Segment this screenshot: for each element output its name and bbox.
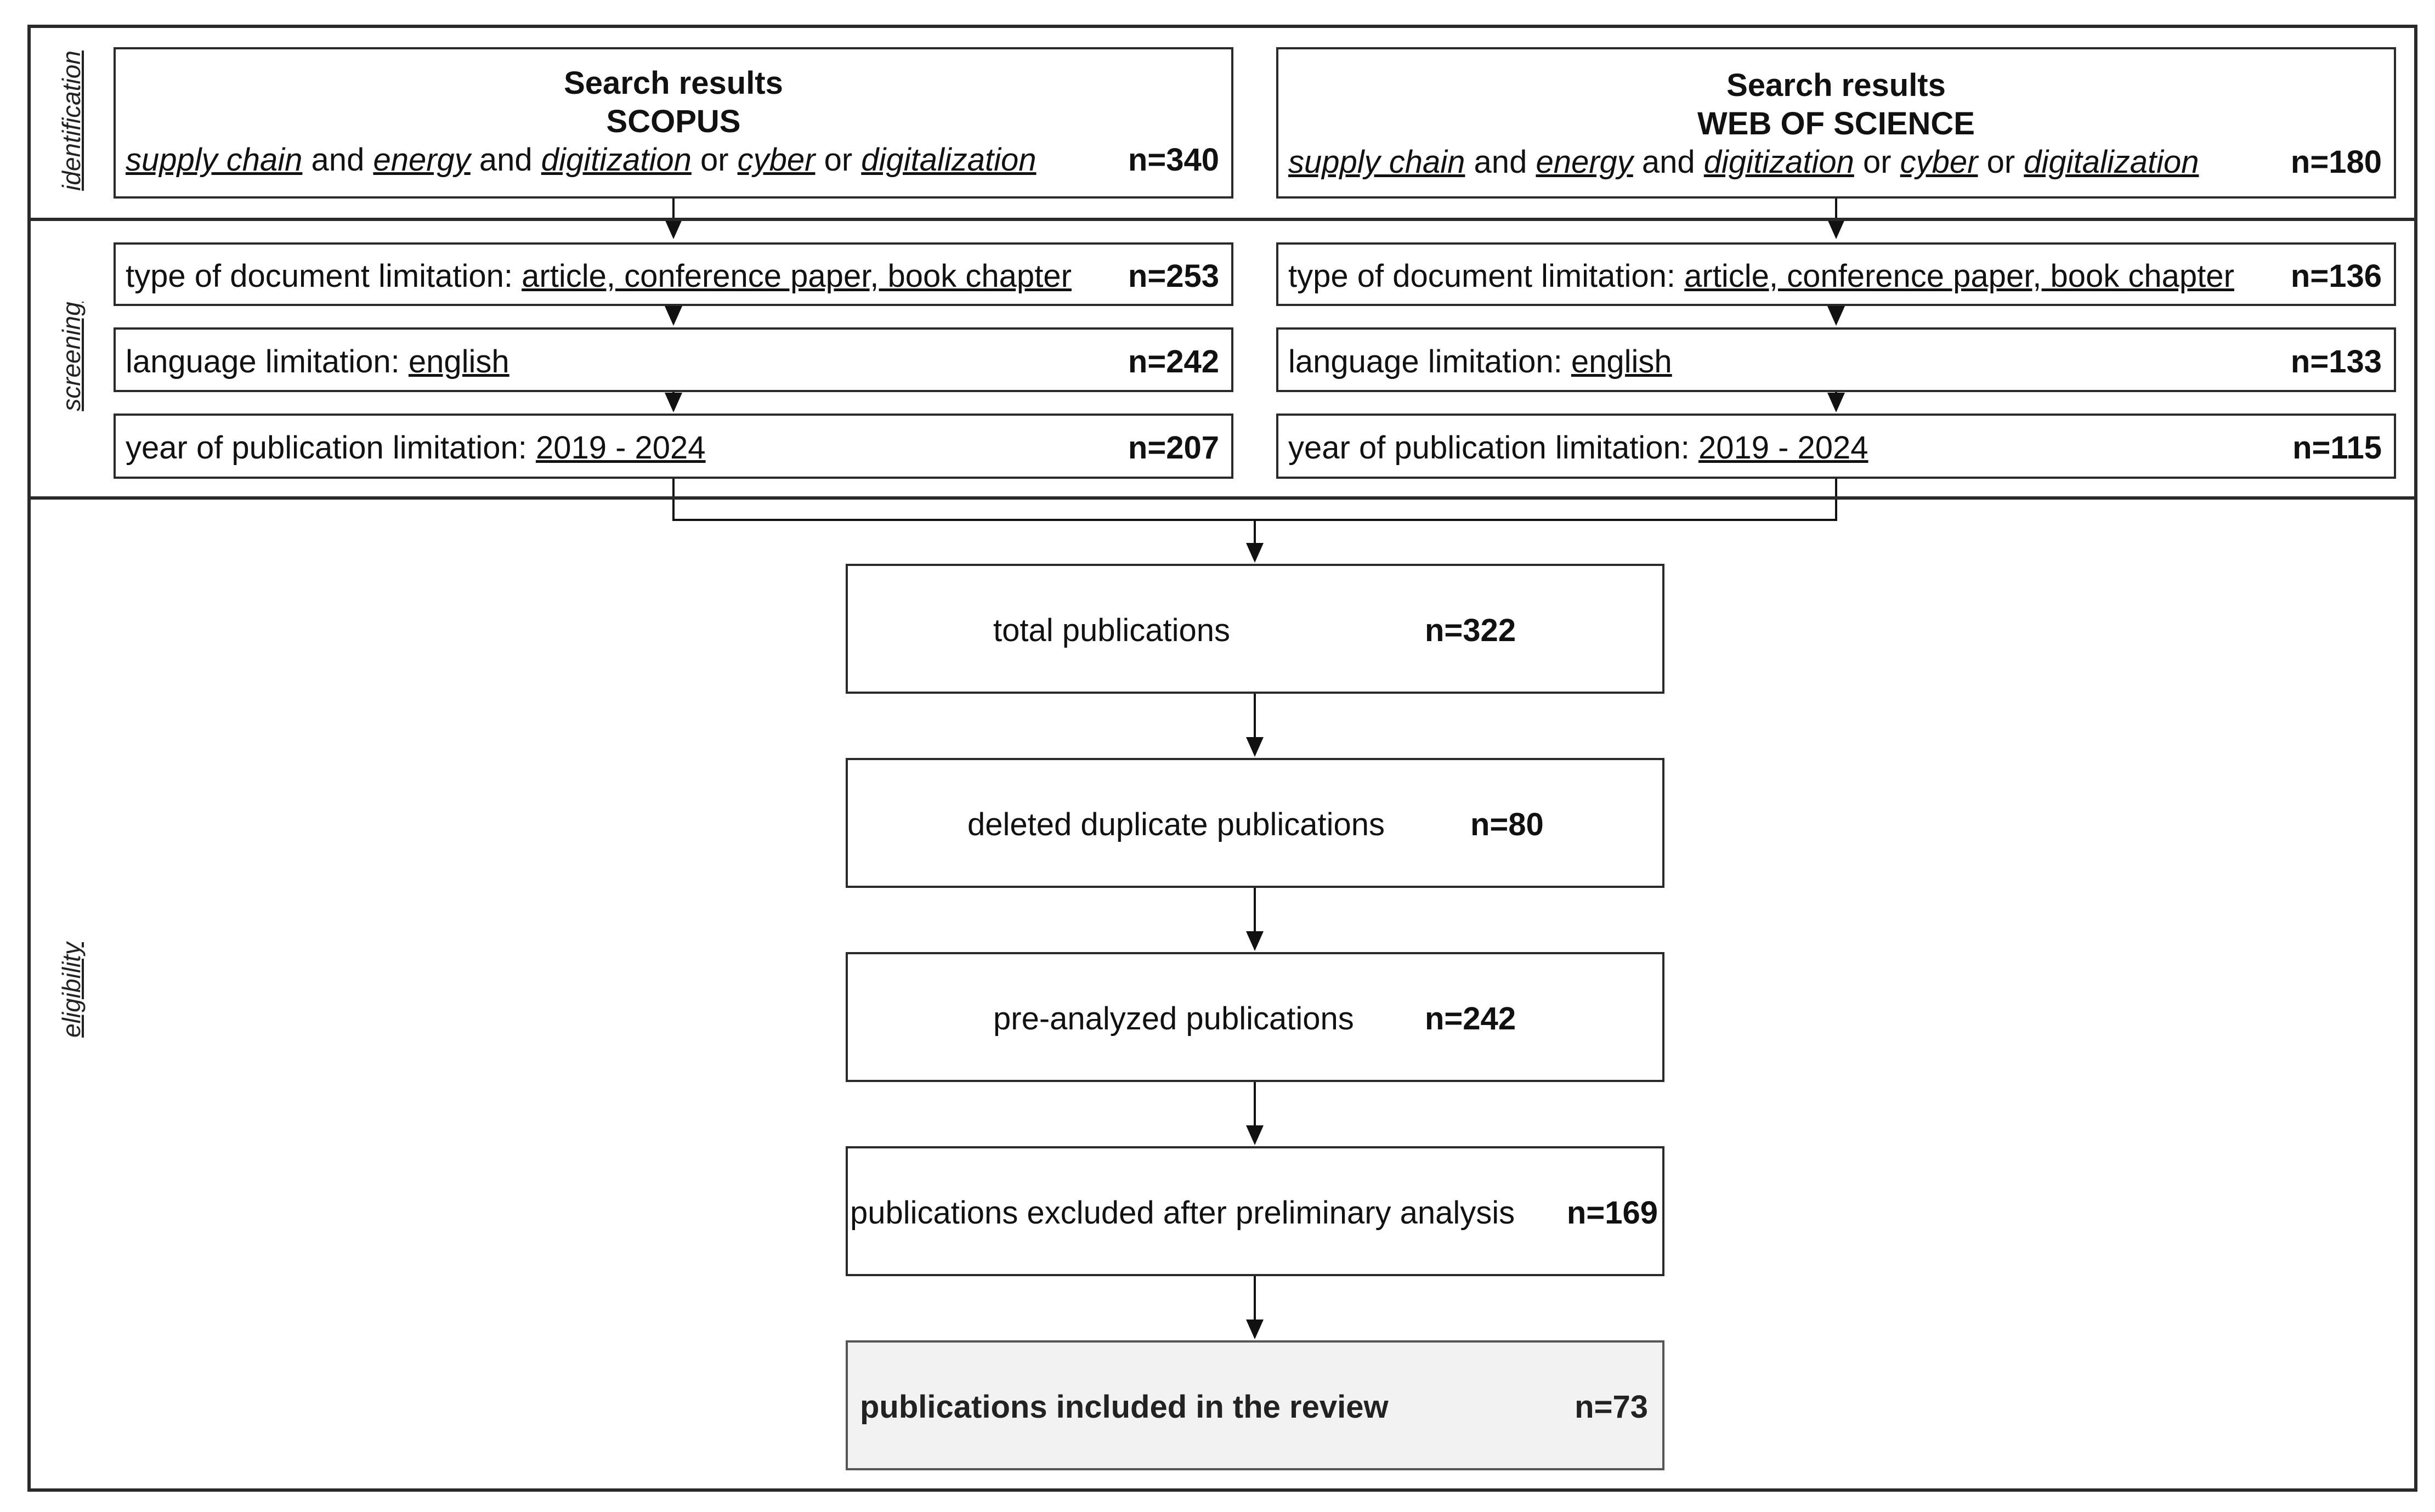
wos-year-box: year of publication limitation: 2019 - 2… xyxy=(1276,414,2396,479)
row-count: n=133 xyxy=(2290,344,2382,380)
wos-language-box: language limitation: english n=133 xyxy=(1276,327,2396,392)
row-count: n=136 xyxy=(2290,258,2382,294)
row-count: n=242 xyxy=(1128,344,1219,380)
scopus-title-line1: Search results xyxy=(564,65,783,101)
flow-count: n=169 xyxy=(1566,1195,1658,1231)
eligibility-phase-frame xyxy=(27,496,2417,1492)
row-prefix: type of document limitation: xyxy=(126,258,522,294)
flow-count: n=242 xyxy=(1425,1001,1516,1037)
total-publications-box: total publications n=322 xyxy=(846,564,1664,694)
row-prefix: year of publication limitation: xyxy=(1288,430,1698,466)
flow-label: deleted duplicate publications xyxy=(967,807,1385,842)
row-prefix: year of publication limitation: xyxy=(126,430,536,466)
query-keyword: digitalization xyxy=(2024,144,2199,180)
flow-count: n=73 xyxy=(1575,1389,1648,1425)
flow-count: n=80 xyxy=(1470,807,1544,842)
scopus-count: n=340 xyxy=(1128,142,1219,178)
query-operator: or xyxy=(1854,144,1900,180)
included-box: publications included in the review n=73 xyxy=(846,1340,1664,1470)
scopus-language-box: language limitation: english n=242 xyxy=(114,327,1233,392)
row-count: n=115 xyxy=(2292,430,2382,466)
row-label: language limitation: english xyxy=(126,343,509,380)
flow-label: publications excluded after preliminary … xyxy=(850,1195,1515,1231)
query-operator: or xyxy=(815,142,862,178)
row-prefix: language limitation: xyxy=(1288,344,1571,380)
row-prefix: type of document limitation: xyxy=(1288,258,1685,294)
query-operator: and xyxy=(1633,144,1704,180)
wos-document-type-box: type of document limitation: article, co… xyxy=(1276,242,2396,306)
row-count: n=253 xyxy=(1128,258,1219,294)
row-label: year of publication limitation: 2019 - 2… xyxy=(1288,429,1868,466)
row-value: english xyxy=(1571,344,1672,380)
wos-query: supply chain and energy and digitization… xyxy=(1288,144,2199,180)
row-value: article, conference paper, book chapter xyxy=(1684,258,2234,294)
row-label: type of document limitation: article, co… xyxy=(126,258,1072,295)
deleted-duplicates-box: deleted duplicate publications n=80 xyxy=(846,758,1664,888)
query-keyword: supply chain xyxy=(1288,144,1465,180)
row-value: article, conference paper, book chapter xyxy=(522,258,1072,294)
scopus-title-line2: SCOPUS xyxy=(606,104,741,139)
wos-title-line1: Search results xyxy=(1726,67,1946,103)
phase-label-screening: screening xyxy=(57,302,86,411)
row-prefix: language limitation: xyxy=(126,344,409,380)
scopus-year-box: year of publication limitation: 2019 - 2… xyxy=(114,414,1233,479)
phase-label-eligibility: eligibility xyxy=(57,942,86,1038)
flow-count: n=322 xyxy=(1425,613,1516,648)
scopus-query: supply chain and energy and digitization… xyxy=(126,141,1037,178)
query-keyword: cyber xyxy=(737,142,816,178)
excluded-box: publications excluded after preliminary … xyxy=(846,1146,1664,1276)
query-operator: or xyxy=(1978,144,2024,180)
query-keyword: digitalization xyxy=(861,142,1037,178)
row-value: 2019 - 2024 xyxy=(1698,430,1868,466)
row-label: year of publication limitation: 2019 - 2… xyxy=(126,429,706,466)
flow-label: total publications xyxy=(993,613,1231,648)
wos-count: n=180 xyxy=(2290,144,2382,180)
query-keyword: energy xyxy=(1536,144,1633,180)
phase-label-identification: identification xyxy=(57,50,86,191)
row-count: n=207 xyxy=(1128,430,1219,466)
flow-label: publications included in the review xyxy=(860,1389,1389,1425)
row-value: 2019 - 2024 xyxy=(535,430,706,466)
scopus-document-type-box: type of document limitation: article, co… xyxy=(114,242,1233,306)
pre-analyzed-box: pre-analyzed publications n=242 xyxy=(846,952,1664,1082)
row-value: english xyxy=(408,344,509,380)
row-label: type of document limitation: article, co… xyxy=(1288,258,2234,295)
query-keyword: cyber xyxy=(1900,144,1978,180)
query-keyword: supply chain xyxy=(126,142,303,178)
query-operator: or xyxy=(691,142,738,178)
query-operator: and xyxy=(302,142,373,178)
scopus-search-results-box: Search results SCOPUS supply chain and e… xyxy=(114,47,1233,199)
query-keyword: digitization xyxy=(541,142,692,178)
query-keyword: energy xyxy=(373,142,471,178)
flow-label: pre-analyzed publications xyxy=(993,1001,1354,1037)
query-operator: and xyxy=(1465,144,1536,180)
wos-search-results-box: Search results WEB OF SCIENCE supply cha… xyxy=(1276,47,2396,199)
wos-title-line2: WEB OF SCIENCE xyxy=(1697,106,1975,141)
query-operator: and xyxy=(470,142,541,178)
row-label: language limitation: english xyxy=(1288,343,1672,380)
query-keyword: digitization xyxy=(1703,144,1854,180)
